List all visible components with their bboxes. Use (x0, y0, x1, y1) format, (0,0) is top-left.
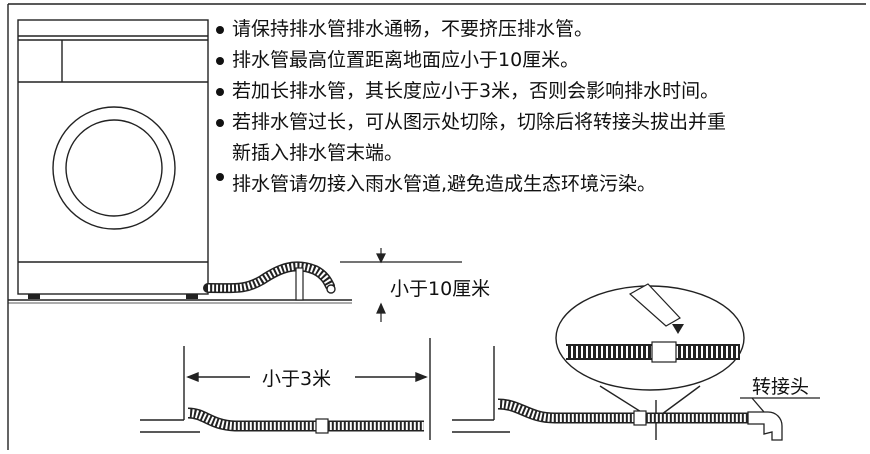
bullet-icon (216, 173, 224, 181)
installation-notes: 请保持排水管排水通畅，不要挤压排水管。 排水管最高位置距离地面应小于10厘米。 … (216, 14, 866, 200)
note-item: 若加长排水管，其长度应小于3米，否则会影响排水时间。 (216, 76, 866, 107)
height-limit-label: 小于10厘米 (390, 278, 491, 300)
adapter-fitting (740, 397, 820, 441)
height-dimension (340, 248, 462, 322)
washing-machine (17, 19, 209, 295)
cut-diagram (452, 285, 745, 440)
bullet-icon (216, 57, 224, 65)
note-item: 排水管最高位置距离地面应小于10厘米。 (216, 45, 866, 76)
drain-hose-top (203, 261, 336, 301)
note-item: 若排水管过长，可从图示处切除，切除后将转接头拔出并重 (216, 107, 866, 138)
drain-hose-cut (497, 398, 760, 426)
bullet-icon (216, 26, 224, 34)
bullet-icon (216, 119, 224, 127)
adapter-label: 转接头 (752, 376, 810, 398)
bullet-icon (216, 88, 224, 96)
note-item-continuation: 新插入排水管末端。 (232, 142, 404, 164)
note-item: 排水管请勿接入雨水管道,避免造成生态环境污染。 (216, 169, 866, 200)
zoom-hose (566, 283, 740, 363)
note-item: 请保持排水管排水通畅，不要挤压排水管。 (216, 14, 866, 45)
length-limit-label: 小于3米 (262, 368, 332, 390)
length-diagram (140, 338, 431, 440)
drain-hose-long (187, 407, 424, 434)
